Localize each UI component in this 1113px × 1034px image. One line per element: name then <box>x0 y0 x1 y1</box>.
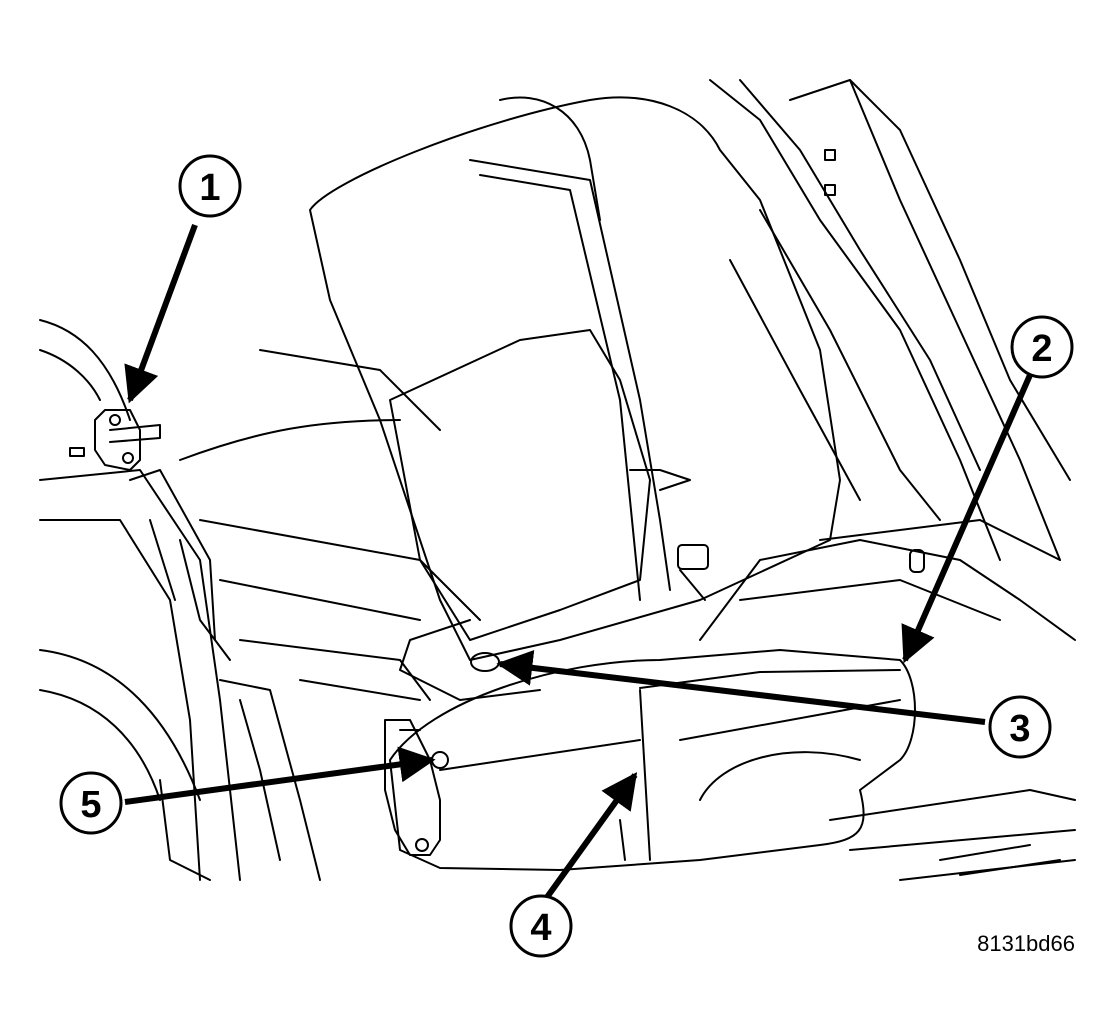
callout-number-2: 2 <box>1031 328 1052 370</box>
callout-4: 4 <box>509 894 573 958</box>
seat-cushion <box>389 649 916 871</box>
callout-number-5: 5 <box>80 784 101 826</box>
pivot-bracket <box>384 719 449 856</box>
callout-arrow-5 <box>124 746 436 805</box>
callout-arrow-3 <box>496 649 986 725</box>
callout-arrow-4 <box>542 772 638 902</box>
figure-reference-code: 8131bd66 <box>977 931 1075 956</box>
callout-number-1: 1 <box>199 167 220 209</box>
vehicle-body-outline <box>39 319 1076 881</box>
callout-number-4: 4 <box>530 907 551 949</box>
callout-1: 1 <box>178 154 242 218</box>
callout-5: 5 <box>59 771 123 835</box>
tether-anchor-bracket <box>69 409 161 471</box>
seat-back <box>309 96 841 661</box>
callout-arrow-2 <box>901 373 1033 664</box>
callout-2: 2 <box>1010 315 1074 379</box>
quarter-panel-outline <box>709 79 1071 573</box>
callout-arrow-1 <box>124 223 198 404</box>
callout-3: 3 <box>988 695 1052 759</box>
callout-arrows <box>124 223 1033 902</box>
callout-number-3: 3 <box>1009 708 1030 750</box>
